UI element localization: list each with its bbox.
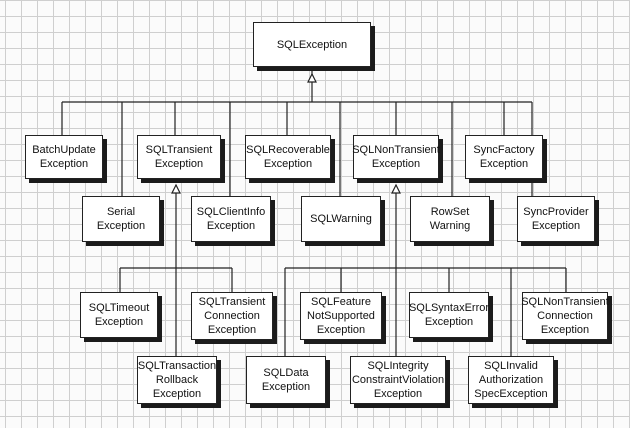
node-syncfactory-exception: SyncFactory Exception (465, 135, 543, 179)
node-syncprovider-exception: SyncProvider Exception (517, 196, 595, 242)
node-label: SQLData Exception (261, 367, 311, 393)
node-label: SQLRecoverable Exception (246, 144, 330, 170)
node-sqltransient-exception: SQLTransient Exception (137, 135, 221, 179)
inheritance-arrow (307, 72, 317, 83)
node-sqltimeout-exception: SQLTimeout Exception (80, 292, 158, 338)
node-sqlnontransientconnection-exception: SQLNonTransient Connection Exception (521, 292, 609, 340)
node-label: Serial Exception (96, 206, 146, 232)
node-rowset-warning: RowSet Warning (410, 196, 490, 242)
node-label: SQLClientInfo Exception (196, 206, 266, 232)
node-label: SQLTransient Connection Exception (198, 296, 266, 336)
node-sqltransactionrollback-exception: SQLTransaction Rollback Exception (137, 356, 217, 404)
node-sqlsyntaxerror-exception: SQLSyntaxError Exception (409, 292, 489, 338)
node-label: RowSet Warning (429, 206, 471, 232)
node-label: SQLIntegrity ConstraintViolation Excepti… (351, 360, 445, 400)
node-sqldata-exception: SQLData Exception (246, 356, 326, 404)
node-label: SyncProvider Exception (523, 206, 589, 232)
node-sqlnontransient-exception: SQLNonTransient Exception (352, 135, 440, 179)
node-label: BatchUpdate Exception (32, 144, 96, 170)
node-label: SQLSyntaxError Exception (408, 302, 490, 328)
node-label: SQLTransient Exception (145, 144, 213, 170)
node-sqlrecoverable-exception: SQLRecoverable Exception (245, 135, 331, 179)
node-serial-exception: Serial Exception (82, 196, 160, 242)
node-label: SQLTimeout Exception (88, 302, 150, 328)
node-label: SQLInvalid Authorization SpecException (474, 360, 548, 400)
node-label: SyncFactory Exception (473, 144, 535, 170)
node-sqlintegrityconstraintviolation-exception: SQLIntegrity ConstraintViolation Excepti… (350, 356, 446, 404)
node-label: SQLTransaction Rollback Exception (137, 360, 217, 400)
node-sqlinvalidauthorizationspec-exception: SQLInvalid Authorization SpecException (468, 356, 554, 404)
node-label: SQLFeature NotSupported Exception (307, 296, 375, 336)
node-sqlclientinfo-exception: SQLClientInfo Exception (191, 196, 271, 242)
inheritance-arrow (391, 183, 401, 194)
node-label: SQLNonTransient Connection Exception (521, 296, 609, 336)
node-label: SQLWarning (310, 213, 372, 225)
node-sqltransientconnection-exception: SQLTransient Connection Exception (191, 292, 273, 340)
node-batchupdate-exception: BatchUpdate Exception (25, 135, 103, 179)
node-sqlfeaturenotsupported-exception: SQLFeature NotSupported Exception (300, 292, 382, 340)
node-sqlexception: SQLException (253, 22, 371, 67)
node-label: SQLException (276, 38, 348, 51)
inheritance-arrow (171, 183, 181, 194)
node-label: SQLNonTransient Exception (352, 144, 440, 170)
node-sqlwarning: SQLWarning (301, 196, 381, 242)
